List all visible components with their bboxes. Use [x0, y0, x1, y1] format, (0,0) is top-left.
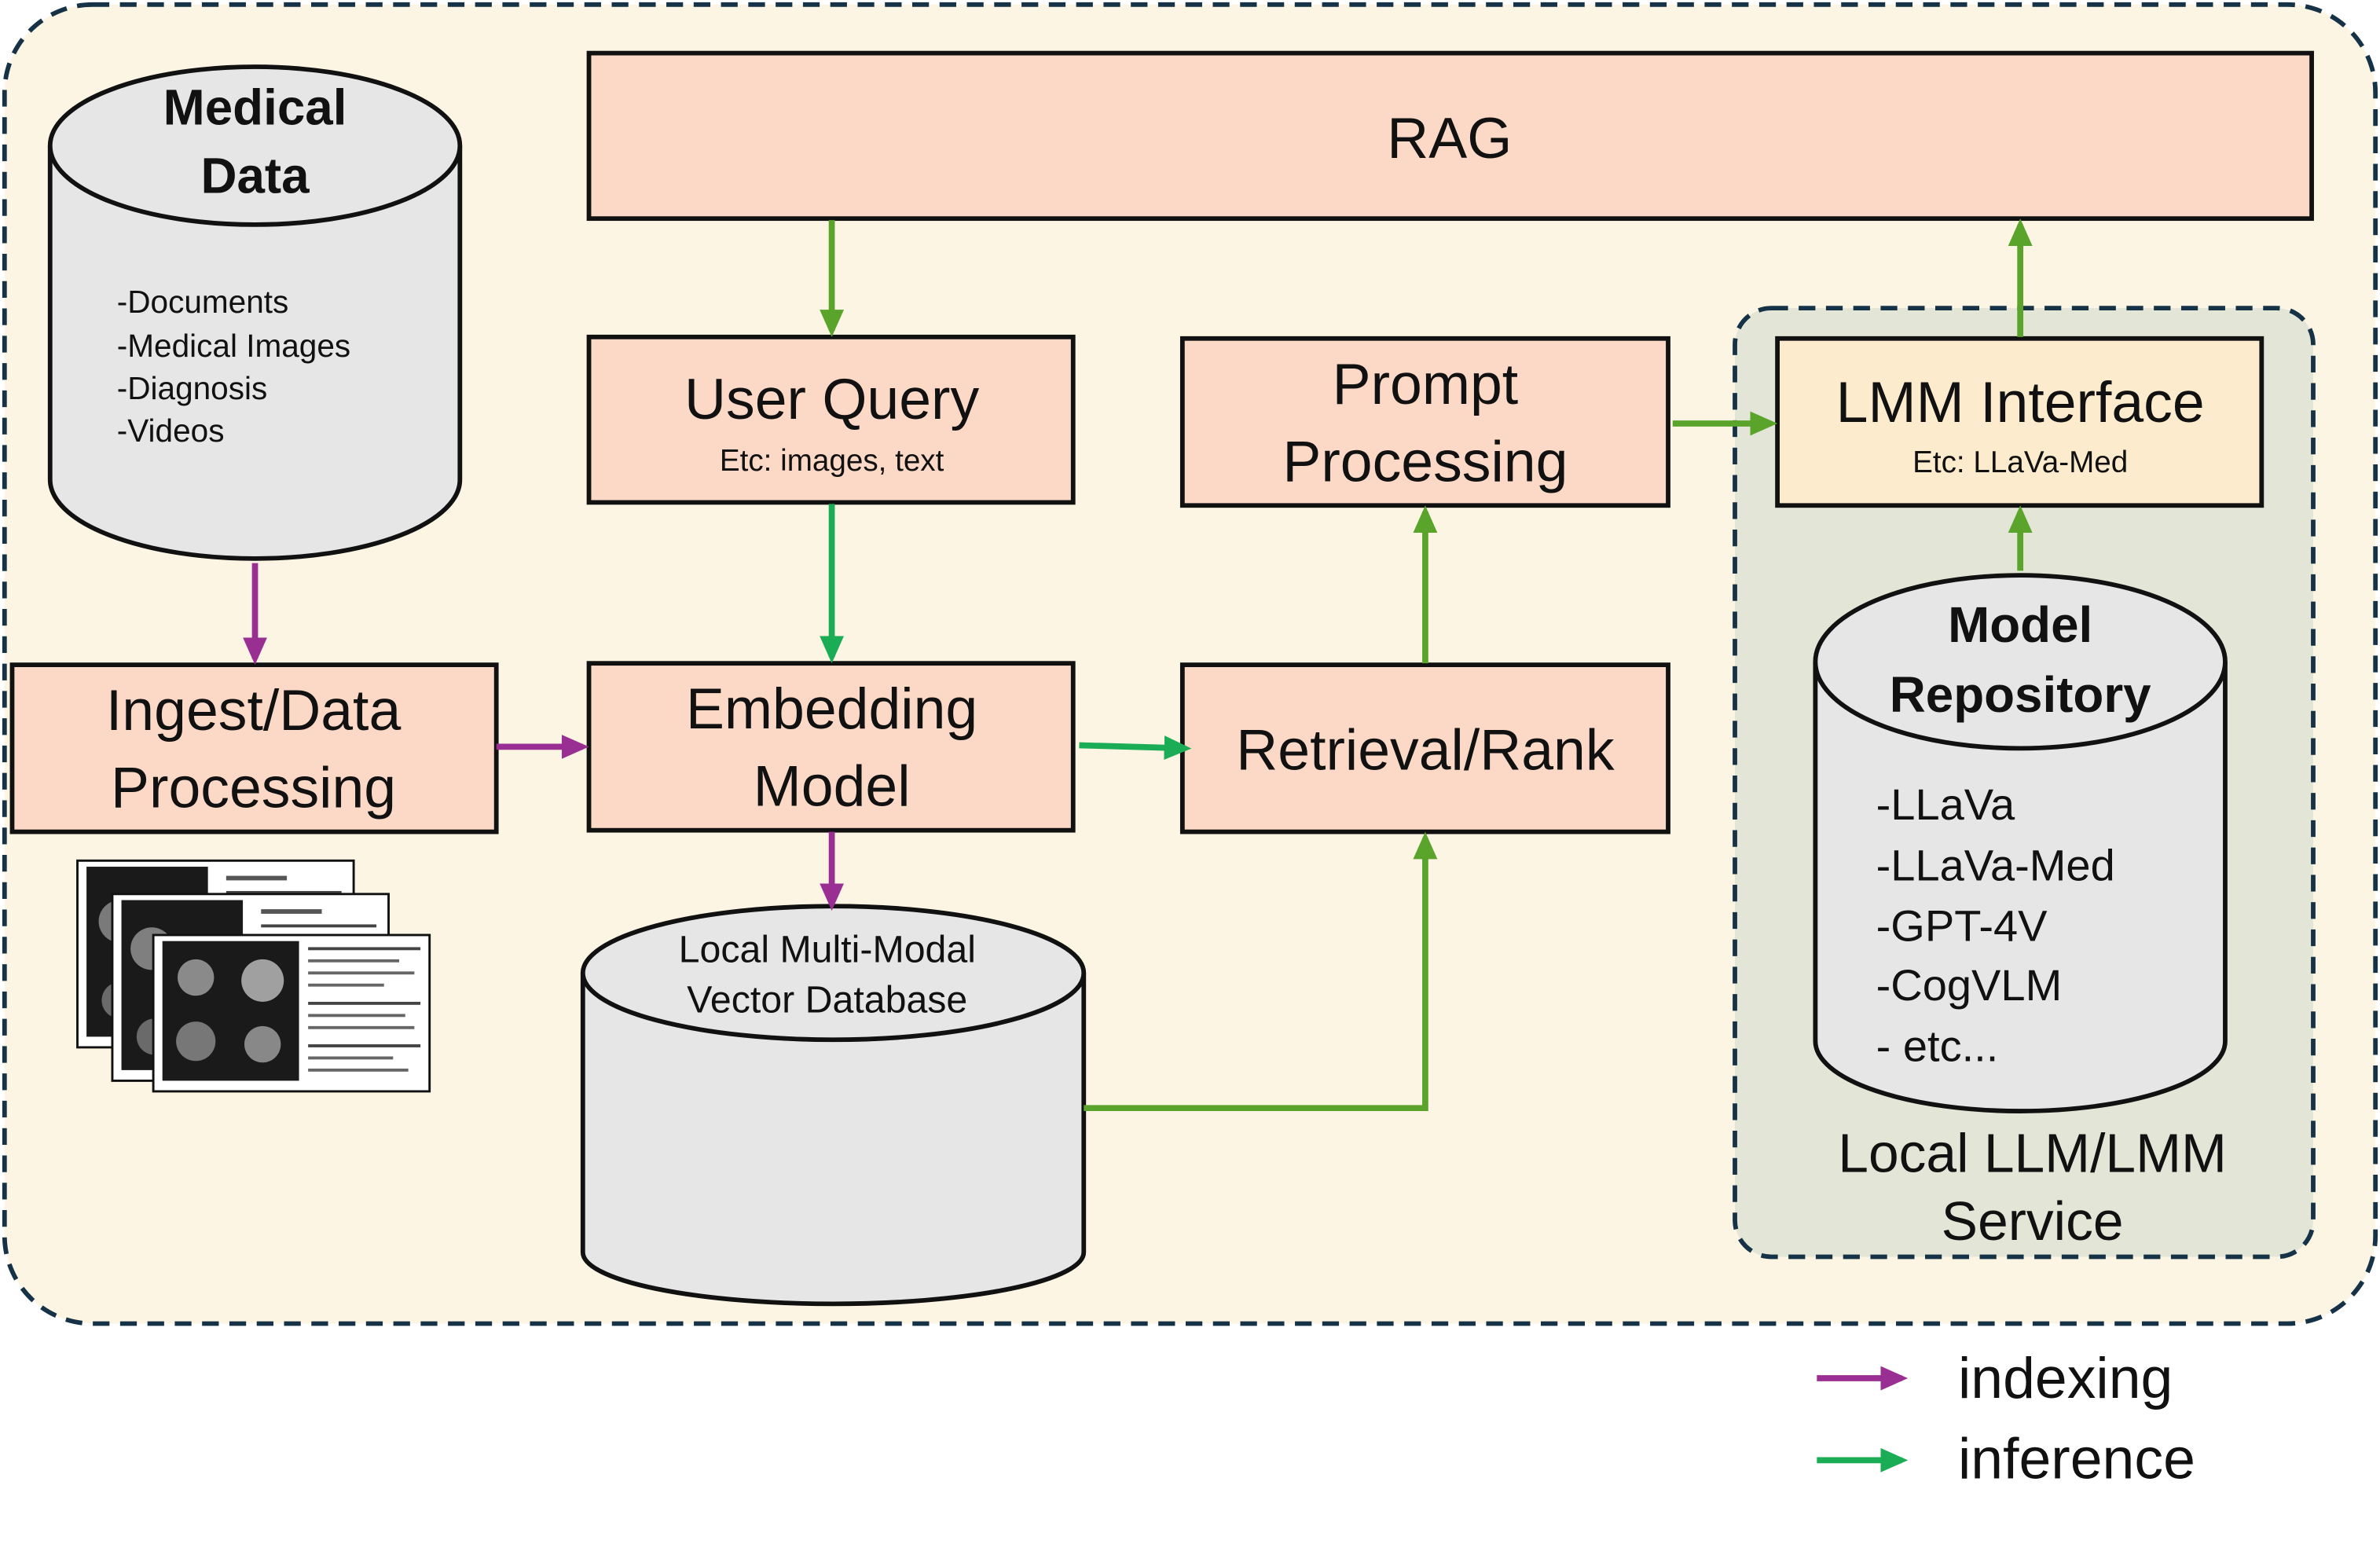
model-repo-item: -LLaVa	[1876, 779, 2015, 829]
model-repo-item: -GPT-4V	[1876, 901, 2048, 951]
medical-data-item: -Documents	[117, 284, 289, 320]
medical-data-title-1: Medical	[163, 79, 347, 135]
ingest-title-2: Processing	[111, 756, 396, 820]
ingest-title-1: Ingest/Data	[106, 678, 402, 743]
lmm-interface-subtitle: Etc: LLaVa-Med	[1912, 446, 2128, 479]
lmm-interface-box	[1775, 336, 2264, 508]
embedding-title-1: Embedding	[686, 677, 977, 741]
model-repo-item: -CogVLM	[1876, 960, 2063, 1010]
medical-data-title-2: Data	[200, 147, 310, 204]
model-repo-item: -LLaVa-Med	[1876, 840, 2115, 889]
user-query-box	[586, 334, 1076, 505]
lmm-interface-title: LMM Interface	[1836, 370, 2205, 435]
rag-box	[586, 50, 2314, 222]
vector-db-title-1: Local Multi-Modal	[679, 929, 976, 971]
medical-data-store: Medical Data -Documents -Medical Images …	[47, 64, 463, 561]
medical-report-thumbnails-icon	[76, 859, 431, 1093]
prompt-processing-title-2: Processing	[1282, 429, 1568, 493]
legend-inference-label: inference	[1958, 1427, 2195, 1491]
retrieval-title: Retrieval/Rank	[1236, 717, 1615, 782]
model-repo-title-2: Repository	[1890, 666, 2151, 723]
model-repo-title-1: Model	[1948, 596, 2092, 653]
service-label-1: Local LLM/LMM	[1838, 1122, 2227, 1183]
service-label-2: Service	[1942, 1190, 2124, 1252]
embedding-title-2: Model	[754, 754, 911, 819]
user-query-subtitle: Etc: images, text	[720, 444, 944, 478]
legend: indexing inference	[1817, 1346, 2195, 1491]
medical-data-item: -Videos	[117, 413, 225, 449]
arrow-embedding-to-retrieval	[1079, 735, 1192, 761]
vector-database-store: Local Multi-Modal Vector Database	[580, 904, 1087, 1307]
model-repo-item: - etc...	[1876, 1021, 1999, 1070]
medical-data-item: -Medical Images	[117, 328, 350, 364]
ingest-data-processing-box	[9, 662, 499, 834]
prompt-processing-title-1: Prompt	[1333, 352, 1519, 416]
arrow-vector-db-to-retrieval	[1084, 831, 1438, 1112]
model-repository-store: Model Repository -LLaVa -LLaVa-Med -GPT-…	[1813, 573, 2228, 1113]
user-query-title: User Query	[684, 367, 980, 431]
rag-label: RAG	[1387, 106, 1512, 171]
legend-indexing-label: indexing	[1958, 1346, 2173, 1410]
embedding-model-box	[586, 661, 1076, 833]
medical-data-item: -Diagnosis	[117, 370, 268, 406]
vector-db-title-2: Vector Database	[687, 978, 967, 1021]
